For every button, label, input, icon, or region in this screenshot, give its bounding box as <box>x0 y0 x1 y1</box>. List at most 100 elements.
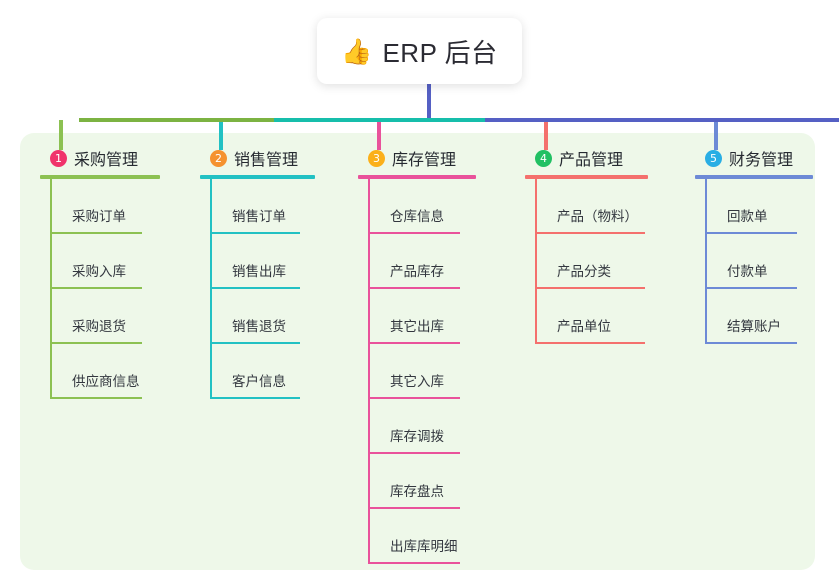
leaf-item[interactable]: 产品库存 <box>368 234 476 289</box>
branch-title: 财务管理 <box>729 152 794 169</box>
leaf-item[interactable]: 出库库明细 <box>368 509 476 564</box>
branch-header-5[interactable]: 5 财务管理 <box>695 146 813 170</box>
leaf-item[interactable]: 结算账户 <box>705 289 813 344</box>
root-node[interactable]: 👍 ERP 后台 <box>317 18 522 84</box>
branch-header-rule <box>358 175 476 179</box>
leaf-item-label: 客户信息 <box>232 374 286 389</box>
leaf-item[interactable]: 销售订单 <box>210 179 315 234</box>
branch-header-rule <box>525 175 648 179</box>
leaf-item-label: 库存调拨 <box>390 429 444 444</box>
branch-items: 回款单付款单结算账户 <box>705 179 813 344</box>
leaf-item[interactable]: 供应商信息 <box>50 344 160 399</box>
leaf-item-label: 仓库信息 <box>390 209 444 224</box>
branch-number-badge: 4 <box>535 149 552 167</box>
branch-header-4[interactable]: 4 产品管理 <box>525 146 648 170</box>
branch-number-badge: 2 <box>210 149 227 167</box>
branch-column-2: 2 销售管理销售订单销售出库销售退货客户信息 <box>200 146 315 399</box>
branch-header-rule <box>40 175 160 179</box>
branch-number-badge: 5 <box>705 149 722 167</box>
leaf-item-label: 结算账户 <box>727 319 781 334</box>
branch-stem-5 <box>714 120 718 150</box>
leaf-item-rule <box>210 342 300 344</box>
branch-column-5: 5 财务管理回款单付款单结算账户 <box>695 146 813 344</box>
branch-title: 销售管理 <box>234 152 299 169</box>
leaf-item-label: 销售退货 <box>232 319 286 334</box>
leaf-item-rule <box>210 232 300 234</box>
branch-number-badge: 1 <box>50 149 67 167</box>
leaf-item-rule <box>705 232 797 234</box>
leaf-item-label: 产品库存 <box>390 264 444 279</box>
leaf-item-rule <box>50 232 142 234</box>
leaf-item[interactable]: 采购订单 <box>50 179 160 234</box>
leaf-item-rule <box>368 397 460 399</box>
leaf-item-label: 付款单 <box>727 264 768 279</box>
root-stem <box>427 84 431 120</box>
branch-stem-3 <box>377 120 381 150</box>
thumbs-up-icon: 👍 <box>341 36 373 66</box>
branch-column-4: 4 产品管理产品（物料） 产品分类产品单位 <box>525 146 648 344</box>
branch-spine <box>50 179 52 399</box>
leaf-item-label: 采购退货 <box>72 319 126 334</box>
leaf-item[interactable]: 其它入库 <box>368 344 476 399</box>
leaf-item[interactable]: 采购退货 <box>50 289 160 344</box>
branch-items: 销售订单销售出库销售退货客户信息 <box>210 179 315 399</box>
leaf-item-label: 采购入库 <box>72 264 126 279</box>
branch-title: 库存管理 <box>392 152 457 169</box>
branch-number-badge: 3 <box>368 149 385 167</box>
leaf-item-label: 产品单位 <box>557 319 611 334</box>
bus-blue <box>485 118 839 122</box>
branch-stem-2 <box>219 120 223 150</box>
branch-header-2[interactable]: 2 销售管理 <box>200 146 315 170</box>
leaf-item-rule <box>368 452 460 454</box>
leaf-item-rule <box>705 287 797 289</box>
leaf-item[interactable]: 销售退货 <box>210 289 315 344</box>
leaf-item-rule <box>368 342 460 344</box>
leaf-item-label: 库存盘点 <box>390 484 444 499</box>
branch-items: 产品（物料） 产品分类产品单位 <box>535 179 648 344</box>
bus-teal <box>274 118 485 122</box>
leaf-item[interactable]: 其它出库 <box>368 289 476 344</box>
leaf-item[interactable]: 销售出库 <box>210 234 315 289</box>
leaf-item-label: 产品分类 <box>557 264 611 279</box>
leaf-item-label: 销售出库 <box>232 264 286 279</box>
leaf-item[interactable]: 产品（物料） <box>535 179 648 234</box>
leaf-item-label: 出库库明细 <box>390 539 458 554</box>
leaf-item-rule <box>50 287 142 289</box>
leaf-item-rule <box>210 287 300 289</box>
leaf-item[interactable]: 回款单 <box>705 179 813 234</box>
leaf-item[interactable]: 产品分类 <box>535 234 648 289</box>
leaf-item-rule <box>50 342 142 344</box>
leaf-item-label: 回款单 <box>727 209 768 224</box>
leaf-item-rule <box>535 287 645 289</box>
leaf-item-rule <box>535 342 645 344</box>
leaf-item-rule <box>368 287 460 289</box>
leaf-item-label: 其它入库 <box>390 374 444 389</box>
leaf-item[interactable]: 付款单 <box>705 234 813 289</box>
leaf-item-rule <box>368 562 460 564</box>
branch-spine <box>535 179 537 344</box>
branch-header-rule <box>695 175 813 179</box>
branch-stem-4 <box>544 120 548 150</box>
leaf-item[interactable]: 产品单位 <box>535 289 648 344</box>
leaf-item[interactable]: 库存调拨 <box>368 399 476 454</box>
diagram-panel <box>20 133 815 570</box>
leaf-item[interactable]: 客户信息 <box>210 344 315 399</box>
leaf-item-rule <box>50 397 142 399</box>
leaf-item-rule <box>368 507 460 509</box>
leaf-item-label: 其它出库 <box>390 319 444 334</box>
leaf-item-label: 采购订单 <box>72 209 126 224</box>
branch-header-3[interactable]: 3 库存管理 <box>358 146 476 170</box>
leaf-item[interactable]: 采购入库 <box>50 234 160 289</box>
branch-title: 产品管理 <box>559 152 624 169</box>
leaf-item-label: 产品（物料） <box>557 209 638 224</box>
leaf-item-label: 销售订单 <box>232 209 286 224</box>
leaf-item[interactable]: 库存盘点 <box>368 454 476 509</box>
branch-spine <box>210 179 212 399</box>
leaf-item-rule <box>368 232 460 234</box>
leaf-item[interactable]: 仓库信息 <box>368 179 476 234</box>
leaf-item-rule <box>210 397 300 399</box>
branch-stem-1 <box>59 120 63 150</box>
